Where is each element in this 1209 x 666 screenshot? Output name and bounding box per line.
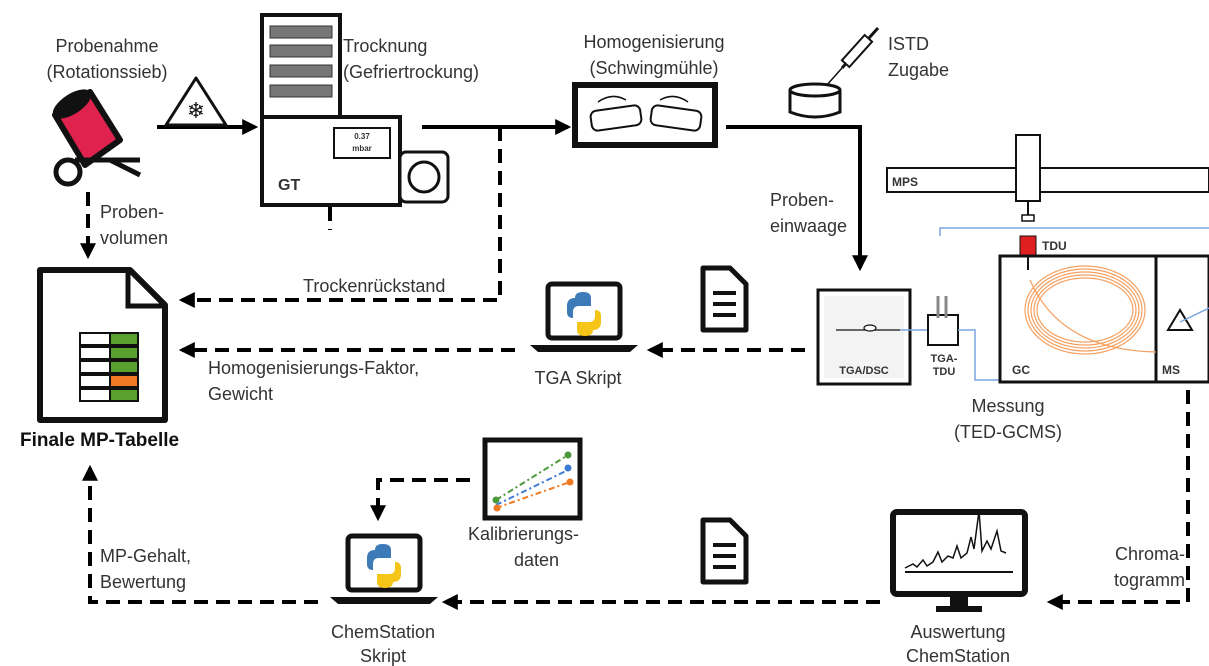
einwaage-sub-label: einwaage (770, 216, 847, 236)
auswertung-label: Auswertung (910, 622, 1005, 642)
gt-label: GT (278, 177, 300, 194)
gc-label: GC (1012, 363, 1030, 377)
tga-dsc-label: TGA/DSC (839, 365, 889, 377)
pressure-value: 0.37 (354, 132, 370, 141)
homogenisierung-sub-label: (Schwingmühle) (589, 58, 718, 78)
arrow-homogenisierung-to-tga (726, 125, 868, 272)
instrument-tga: TGA/DSC TGA- TDU (816, 288, 1000, 386)
einwaage-label: Proben- (770, 190, 834, 210)
mp-gehalt-label: MP-Gehalt, (100, 546, 191, 566)
tga-tdu-sub-label: TDU (933, 366, 956, 378)
calibration-chart-icon (482, 437, 583, 521)
monitor-chromatogram-icon (890, 509, 1028, 612)
laptop-python-icon-tga (530, 281, 638, 352)
messung-sub-label: (TED-GCMS) (954, 422, 1062, 442)
laptop-python-icon-chemstation (330, 533, 438, 604)
arrow-mp-gehalt (82, 464, 318, 604)
freeze-warning-icon: ❄ (164, 76, 228, 127)
cement-mixer-icon (52, 89, 142, 187)
dashed-flow-arrows (80, 127, 1190, 610)
ms-label: MS (1162, 363, 1180, 377)
svg-text:❄: ❄ (187, 99, 205, 124)
trocknung-label: Trocknung (343, 36, 427, 56)
instrument-mps: MPS (886, 134, 1209, 236)
probenahme-label: Probenahme (55, 36, 158, 56)
pressure-unit: mbar (352, 144, 372, 153)
istd-sub-label: Zugabe (888, 60, 949, 80)
vial-icon (788, 82, 842, 119)
kalibrierung-sub-label: daten (514, 550, 559, 570)
document-icon-chemstation (700, 517, 749, 585)
kalibrierung-label: Kalibrierungs- (468, 524, 579, 544)
homogenisierung-label: Homogenisierung (583, 32, 724, 52)
probenvolumen-sub-label: volumen (100, 228, 168, 248)
arrow-chromatogramm (1046, 390, 1190, 610)
arrow-kalibrierung-to-script (370, 478, 470, 522)
mps-label: MPS (892, 175, 918, 189)
mp-gehalt-sub-label: Bewertung (100, 572, 186, 592)
trocknung-sub-label: (Gefriertrockung) (343, 62, 479, 82)
freeze-dryer-icon: 0.37 mbar GT (260, 13, 450, 207)
finale-label: Finale MP-Tabelle (20, 430, 179, 451)
instrument-gcms: TDU GC MS (998, 235, 1209, 384)
document-icon-tga (700, 265, 749, 333)
syringe-icon (825, 26, 880, 87)
spreadsheet-file-icon (37, 267, 168, 423)
probenahme-sub-label: (Rotationssieb) (46, 62, 167, 82)
text-labels: Probenahme (Rotationssieb) Trocknung (Ge… (20, 32, 1185, 666)
probenvolumen-label: Proben- (100, 202, 164, 222)
istd-label: ISTD (888, 34, 929, 54)
trockenrueckstand-label: Trockenrückstand (303, 276, 445, 296)
chemstation-skript-sub-label: Skript (360, 646, 406, 666)
ball-mill-icon (572, 82, 718, 148)
homog-faktor-label: Homogenisierungs-Faktor, (208, 358, 419, 378)
chemstation-skript-label: ChemStation (331, 622, 435, 642)
homog-faktor-sub-label: Gewicht (208, 384, 273, 404)
arrow-trockenrueckstand (178, 127, 502, 308)
chromatogramm-label: Chroma- (1115, 544, 1185, 564)
tga-skript-label: TGA Skript (534, 368, 621, 388)
auswertung-sub-label: ChemStation (906, 646, 1010, 666)
tdu-label: TDU (1042, 239, 1067, 253)
messung-label: Messung (971, 396, 1044, 416)
tga-tdu-label: TGA- (931, 353, 958, 365)
solid-flow-arrows (157, 119, 868, 272)
chromatogramm-sub-label: togramm (1114, 570, 1185, 590)
